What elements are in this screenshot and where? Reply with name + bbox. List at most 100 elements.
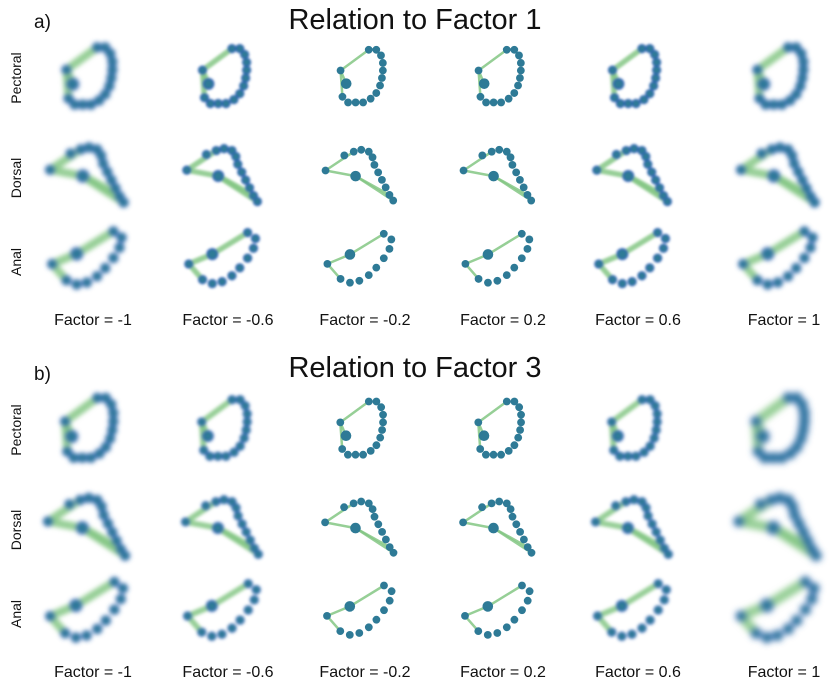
column-label: Factor = -0.6 xyxy=(182,664,274,681)
landmark-core xyxy=(638,624,646,632)
landmark-point xyxy=(489,450,498,459)
landmark-point xyxy=(514,433,523,442)
landmark-point xyxy=(520,535,528,544)
landmark-core xyxy=(238,520,246,528)
landmark-core xyxy=(660,244,667,252)
landmark-point xyxy=(364,271,373,280)
landmark-core xyxy=(119,584,127,593)
landmark-core xyxy=(93,272,101,281)
landmark-point xyxy=(484,278,492,287)
fin-link xyxy=(46,145,85,174)
landmark-core xyxy=(800,254,809,262)
fin-glyph-pectoral xyxy=(474,397,525,459)
landmark-point xyxy=(387,235,396,244)
landmark-core xyxy=(775,493,784,503)
landmark-point xyxy=(495,145,504,154)
landmark-point xyxy=(461,259,470,268)
landmark-core xyxy=(737,611,746,621)
landmark-core xyxy=(212,147,220,154)
fin-link xyxy=(461,502,493,524)
landmark-core xyxy=(646,264,654,272)
landmark-core xyxy=(617,249,627,259)
fin-link xyxy=(209,229,251,257)
landmark-point xyxy=(378,59,387,67)
landmark-core xyxy=(624,100,632,107)
landmark-point xyxy=(474,66,483,75)
landmark-core xyxy=(78,453,87,462)
landmark-point xyxy=(382,535,390,544)
landmark-core xyxy=(622,498,630,506)
landmark-core xyxy=(203,151,210,158)
landmark-core xyxy=(109,227,118,236)
landmark-core xyxy=(650,434,658,442)
landmark-point xyxy=(474,627,483,635)
landmark-core xyxy=(77,522,88,533)
landmark-point xyxy=(525,587,534,596)
landmark-point xyxy=(349,147,358,156)
landmark-core xyxy=(116,595,125,603)
fin-glyph-anal xyxy=(593,579,671,641)
fin-glyph-anal xyxy=(45,576,129,643)
landmark-point xyxy=(508,512,517,521)
row-label-anal: Anal xyxy=(8,599,24,629)
landmark-point xyxy=(376,433,385,442)
landmark-core xyxy=(638,498,646,506)
landmark-point xyxy=(351,98,360,107)
landmark-core xyxy=(653,66,661,74)
landmark-point xyxy=(336,275,345,283)
landmark-core xyxy=(792,442,802,452)
landmark-point xyxy=(379,254,388,263)
landmark-core xyxy=(784,272,792,281)
landmark-point xyxy=(459,166,468,175)
landmark-point xyxy=(515,403,524,412)
landmark-core xyxy=(232,504,240,512)
fin-glyph-dorsal xyxy=(44,142,129,208)
landmark-core xyxy=(87,100,95,109)
landmark-core xyxy=(801,577,810,587)
fin-link xyxy=(43,495,85,526)
fin-glyph-dorsal xyxy=(182,144,262,207)
landmark-point xyxy=(372,615,381,624)
landmark-point xyxy=(487,499,496,508)
landmark-core xyxy=(769,100,778,109)
landmark-core xyxy=(638,147,646,154)
fin-link xyxy=(594,147,629,173)
landmark-core xyxy=(653,58,661,66)
landmark-core xyxy=(250,544,258,552)
landmark-point xyxy=(478,503,486,512)
landmark-core xyxy=(646,90,654,98)
landmark-point xyxy=(493,276,502,285)
landmark-core xyxy=(807,594,817,604)
landmark-core xyxy=(777,453,787,463)
landmark-point xyxy=(385,191,394,199)
landmark-core xyxy=(632,452,640,460)
landmark-point xyxy=(380,581,388,590)
fin-glyph-pectoral xyxy=(750,392,810,464)
landmark-point xyxy=(510,397,519,406)
panel-title: Relation to Factor 3 xyxy=(288,352,542,384)
landmark-point xyxy=(502,397,511,406)
landmark-core xyxy=(767,145,776,154)
panel-letter: b) xyxy=(34,364,51,385)
landmark-point xyxy=(340,503,348,512)
landmark-core xyxy=(803,536,812,545)
landmark-core xyxy=(117,233,126,242)
landmark-point xyxy=(350,170,361,182)
landmark-core xyxy=(664,550,672,558)
landmark-point xyxy=(368,153,377,162)
landmark-core xyxy=(76,496,85,504)
landmark-core xyxy=(86,453,95,462)
landmark-core xyxy=(613,151,620,158)
landmark-point xyxy=(364,45,373,54)
landmark-core xyxy=(792,616,802,625)
fin-glyph-pectoral xyxy=(197,44,252,109)
landmark-point xyxy=(508,160,517,169)
landmark-point xyxy=(340,151,349,160)
landmark-core xyxy=(786,96,795,105)
landmark-core xyxy=(623,523,633,533)
landmark-point xyxy=(379,229,388,238)
landmark-point xyxy=(510,89,519,97)
landmark-core xyxy=(63,447,72,456)
landmark-core xyxy=(624,452,632,460)
landmark-core xyxy=(766,495,776,505)
